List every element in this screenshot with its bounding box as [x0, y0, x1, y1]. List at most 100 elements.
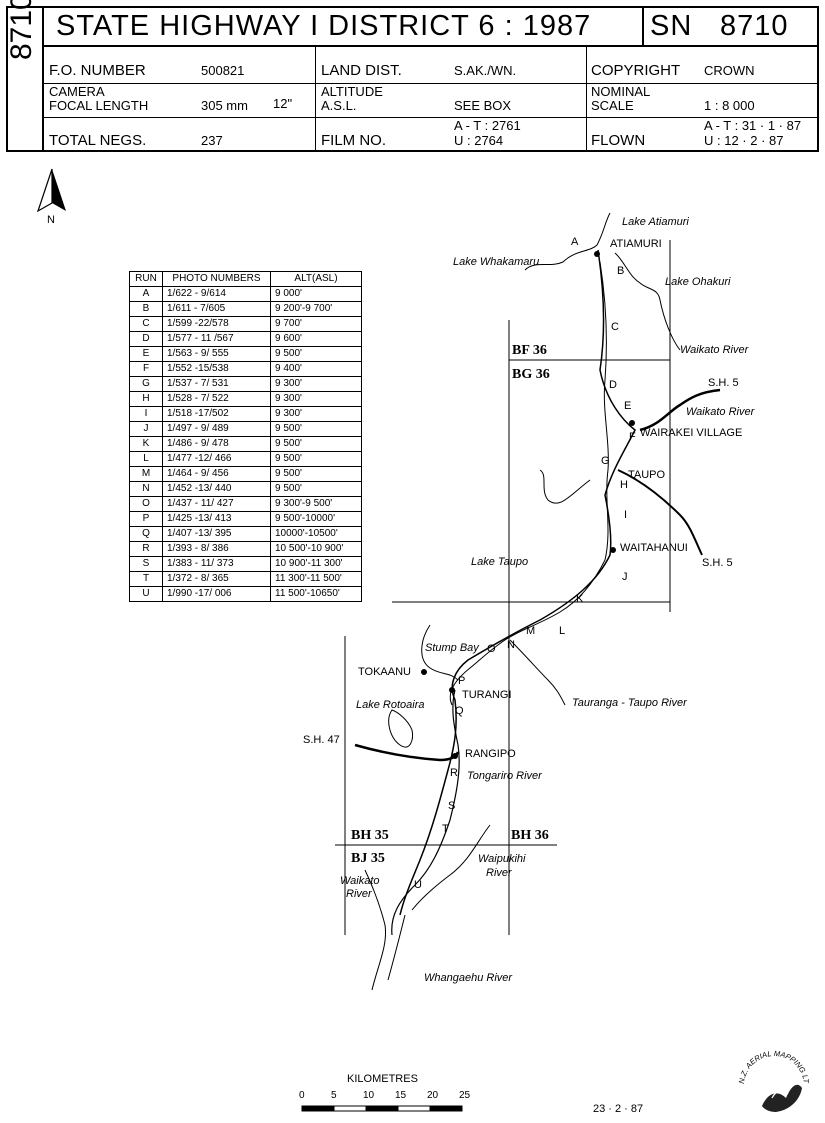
tauranga-taupo-river	[509, 639, 566, 706]
river-line	[449, 261, 609, 706]
run-letter: A	[571, 236, 579, 248]
run-letter: B	[617, 265, 624, 277]
divider	[315, 45, 316, 150]
whangaehu-river	[387, 914, 406, 981]
land-value: S.AK./WN.	[454, 63, 517, 78]
altitude-label: ALTITUDE	[321, 84, 383, 99]
run-letter: Q	[455, 705, 464, 717]
label-waipukihi: Waipukihi	[478, 853, 526, 865]
run-letter: T	[442, 823, 449, 835]
label-lake-rotoaira: Lake Rotoaira	[356, 699, 425, 711]
label-waikato-river: Waikato River	[686, 406, 756, 418]
grid-label-bh35: BH 35	[351, 828, 389, 843]
place-waitahanui: WAITAHANUI	[620, 542, 688, 554]
run-letter: I	[624, 509, 627, 521]
label-sh5: S.H. 5	[708, 377, 739, 389]
date-stamp: 23 · 2 · 87	[593, 1103, 644, 1115]
divider	[586, 45, 587, 150]
place-tokaanu: TOKAANU	[358, 666, 411, 678]
run-letter: U	[414, 879, 422, 891]
run-letter: N	[507, 639, 515, 651]
scale-tick-label: 0	[299, 1090, 305, 1101]
label-sh5: S.H. 5	[702, 557, 733, 569]
town-marker	[421, 669, 427, 675]
run-letter: L	[559, 625, 565, 637]
north-arrow-icon: N	[36, 168, 66, 225]
run-letter: K	[576, 593, 584, 605]
sheet-title: STATE HIGHWAY I DISTRICT 6 : 1987	[56, 10, 592, 42]
river-line	[539, 469, 591, 504]
waikato-river-line	[639, 388, 721, 432]
north-label: N	[47, 214, 55, 225]
grid-label-bf36: BF 36	[512, 343, 547, 358]
run-letter: F	[629, 431, 636, 443]
fo-label: F.O. NUMBER	[49, 62, 146, 79]
place-rangipo: RANGIPO	[465, 748, 516, 760]
place-atiamuri: ATIAMURI	[610, 238, 662, 250]
scale-tick-label: 20	[427, 1090, 439, 1101]
label-lake-whakamaru: Lake Whakamaru	[453, 256, 539, 268]
scale-tick-label: 15	[395, 1090, 407, 1101]
copyright-value: CROWN	[704, 63, 755, 78]
divider	[42, 45, 819, 47]
film-label: FILM NO.	[321, 132, 387, 149]
town-marker	[452, 753, 458, 759]
flight-run-line	[399, 249, 636, 916]
flown-at: A - T : 31 · 1 · 87	[704, 118, 802, 133]
label-lake-atiamuri: Lake Atiamuri	[622, 216, 689, 228]
scale-title: KILOMETRES	[347, 1073, 418, 1085]
fo-value: 500821	[201, 63, 245, 78]
label-lake-ohakuri: Lake Ohakuri	[665, 276, 731, 288]
run-letter: M	[526, 625, 535, 637]
town-marker	[594, 251, 600, 257]
run-letter: J	[622, 571, 628, 583]
total-negs-value: 237	[201, 133, 223, 148]
focal-inches: 12"	[273, 96, 293, 111]
flown-label: FLOWN	[591, 132, 646, 149]
waikato-river-south	[364, 869, 387, 991]
divider	[642, 8, 644, 46]
total-negs-label: TOTAL NEGS.	[49, 132, 147, 149]
scale-segment	[301, 1105, 335, 1112]
scale-value: 1 : 8 000	[704, 98, 755, 113]
label-waikato-river: Waikato River	[680, 344, 750, 356]
tongariro-river	[391, 689, 460, 936]
run-letter: H	[620, 479, 628, 491]
label-lake-taupo: Lake Taupo	[471, 556, 528, 568]
waipukihi-river	[411, 824, 491, 911]
scale-segment	[333, 1105, 367, 1112]
sh5-road	[617, 469, 703, 556]
grid-label-bg36: BG 36	[512, 367, 550, 382]
title-block: 8710 STATE HIGHWAY I DISTRICT 6 : 1987 S…	[5, 0, 819, 152]
label-tongariro-river: Tongariro River	[467, 770, 543, 782]
lake-rotoaira	[388, 709, 413, 748]
land-label: LAND DIST.	[321, 62, 402, 79]
logo-text: N.Z. AERIAL MAPPING LTD	[732, 1040, 811, 1085]
asl-label: A.S.L.	[321, 98, 357, 113]
film-at: A - T : 2761	[454, 118, 521, 133]
scale-segment	[429, 1105, 463, 1112]
scale-segment	[397, 1105, 431, 1112]
label-tauranga-taupo-river: Tauranga - Taupo River	[572, 697, 688, 709]
sn-value: 8710	[720, 10, 789, 42]
town-marker	[629, 420, 635, 426]
label-sh47: S.H. 47	[303, 734, 340, 746]
town-marker	[449, 687, 455, 693]
run-letter: R	[450, 767, 458, 779]
label-waikato-river-south: River	[346, 888, 373, 900]
scale-label: SCALE	[591, 98, 634, 113]
scale-segment	[365, 1105, 399, 1112]
label-waikato: Waikato	[340, 875, 380, 887]
